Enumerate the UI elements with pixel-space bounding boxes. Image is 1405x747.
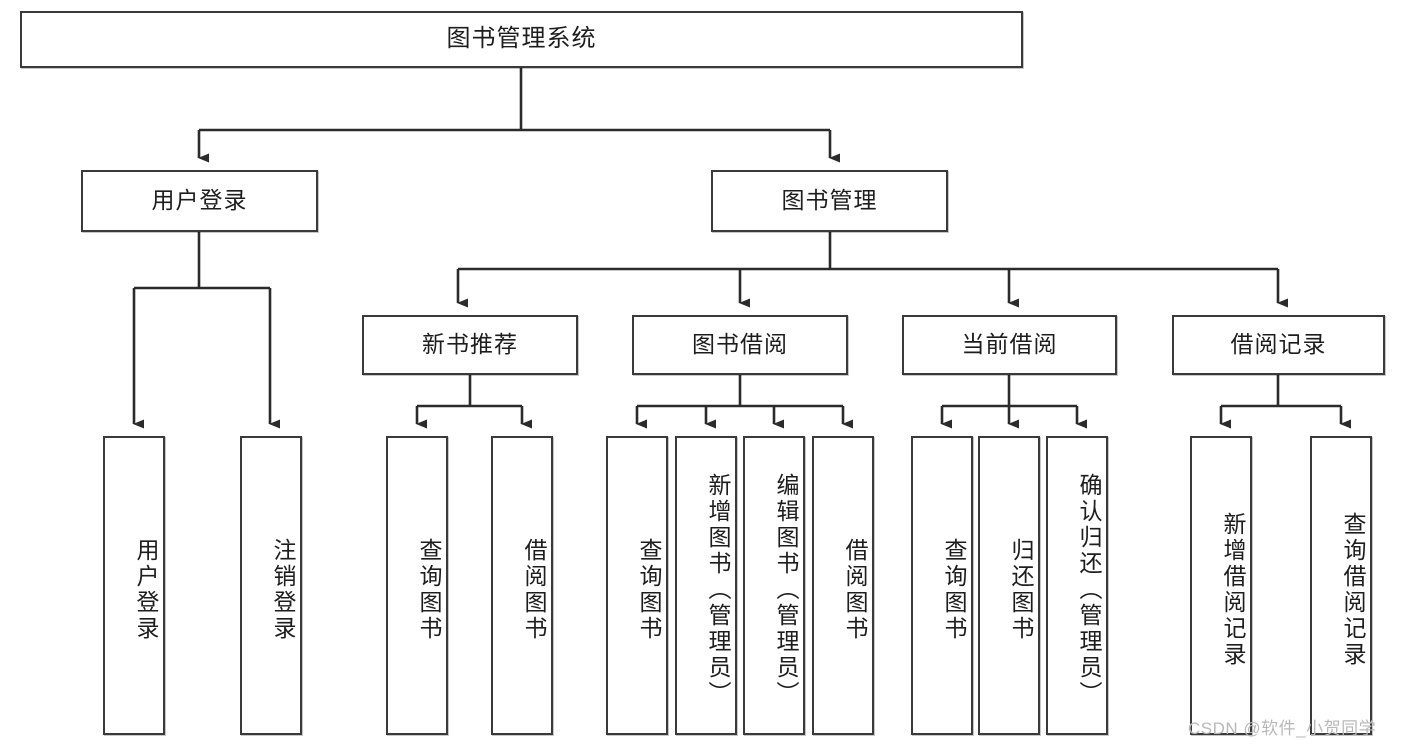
node-label: 图书借阅 [692, 331, 788, 358]
node-label: 用户登录 [133, 537, 159, 642]
leaf-query-book-current[interactable]: 查询图书 [911, 436, 973, 735]
node-label: 借阅图书 [521, 537, 547, 642]
node-book-borrow[interactable]: 图书借阅 [632, 315, 848, 375]
leaf-confirm-return-admin[interactable]: 确认归还（管理员） [1046, 436, 1108, 735]
csdn-watermark: CSDN @软件_小贺同学 [1188, 719, 1377, 738]
node-label: 借阅记录 [1230, 331, 1327, 358]
node-label: 编辑图书（管理员） [773, 472, 799, 707]
node-root-system[interactable]: 图书管理系统 [20, 11, 1023, 68]
node-book-manage[interactable]: 图书管理 [711, 170, 948, 232]
node-label: 新增借阅记录 [1220, 511, 1246, 668]
leaf-add-borrow-record[interactable]: 新增借阅记录 [1190, 436, 1252, 735]
leaf-query-book-borrow[interactable]: 查询图书 [606, 436, 668, 735]
node-label: 查询图书 [416, 537, 442, 642]
node-user-login[interactable]: 用户登录 [81, 170, 318, 232]
node-label: 查询借阅记录 [1340, 511, 1366, 668]
node-label: 新书推荐 [422, 331, 518, 358]
node-label: 归还图书 [1008, 537, 1034, 642]
node-label: 查询图书 [636, 537, 662, 642]
leaf-add-book-admin[interactable]: 新增图书（管理员） [675, 436, 737, 735]
leaf-query-borrow-record[interactable]: 查询借阅记录 [1310, 436, 1372, 735]
leaf-user-login[interactable]: 用户登录 [103, 436, 165, 735]
node-label: 当前借阅 [961, 331, 1058, 358]
leaf-user-logout[interactable]: 注销登录 [240, 436, 302, 735]
leaf-query-book-recommend[interactable]: 查询图书 [386, 436, 448, 735]
node-label: 查询图书 [941, 537, 967, 642]
node-label: 新增图书（管理员） [705, 472, 731, 707]
leaf-borrow-book[interactable]: 借阅图书 [812, 436, 874, 735]
leaf-return-book[interactable]: 归还图书 [978, 436, 1040, 735]
node-label: 图书管理系统 [446, 25, 597, 53]
node-label: 用户登录 [151, 187, 248, 214]
node-new-book-recommend[interactable]: 新书推荐 [362, 315, 578, 375]
node-label: 确认归还（管理员） [1076, 472, 1102, 707]
node-label: 图书管理 [781, 187, 878, 214]
node-label: 注销登录 [270, 537, 296, 642]
node-current-borrow[interactable]: 当前借阅 [902, 315, 1117, 375]
node-borrow-record[interactable]: 借阅记录 [1172, 315, 1385, 375]
leaf-edit-book-admin[interactable]: 编辑图书（管理员） [743, 436, 805, 735]
leaf-borrow-book-recommend[interactable]: 借阅图书 [491, 436, 553, 735]
node-label: 借阅图书 [842, 537, 868, 642]
